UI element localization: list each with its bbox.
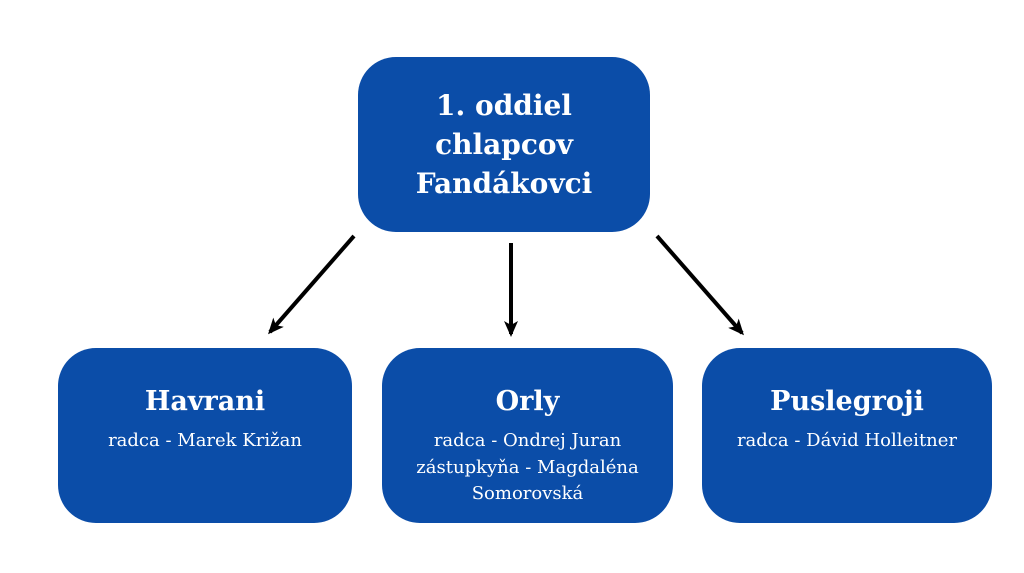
child-node-orly: Orly radca - Ondrej Juran zástupkyňa - M… — [382, 348, 673, 523]
child-node-havrani: Havrani radca - Marek Križan — [58, 348, 352, 523]
node-title: Orly — [495, 386, 560, 417]
node-role: zástupkyňa - Magdaléna Somorovská — [416, 456, 639, 504]
node-role: radca - Marek Križan — [108, 430, 302, 452]
connector-root-to-havrani — [268, 234, 356, 335]
connector-root-to-puslegroji — [655, 234, 744, 336]
node-role: radca - Dávid Holleitner — [736, 430, 958, 452]
node-title: Havrani — [144, 386, 266, 417]
node-title: Puslegroji — [770, 386, 924, 417]
node-role: radca - Ondrej Juran — [433, 430, 622, 452]
root-node-title: 1. oddiel chlapcov Fandákovci — [415, 88, 593, 201]
root-node: 1. oddiel chlapcov Fandákovci — [358, 57, 650, 232]
child-node-puslegroji: Puslegroji radca - Dávid Holleitner — [702, 348, 992, 523]
